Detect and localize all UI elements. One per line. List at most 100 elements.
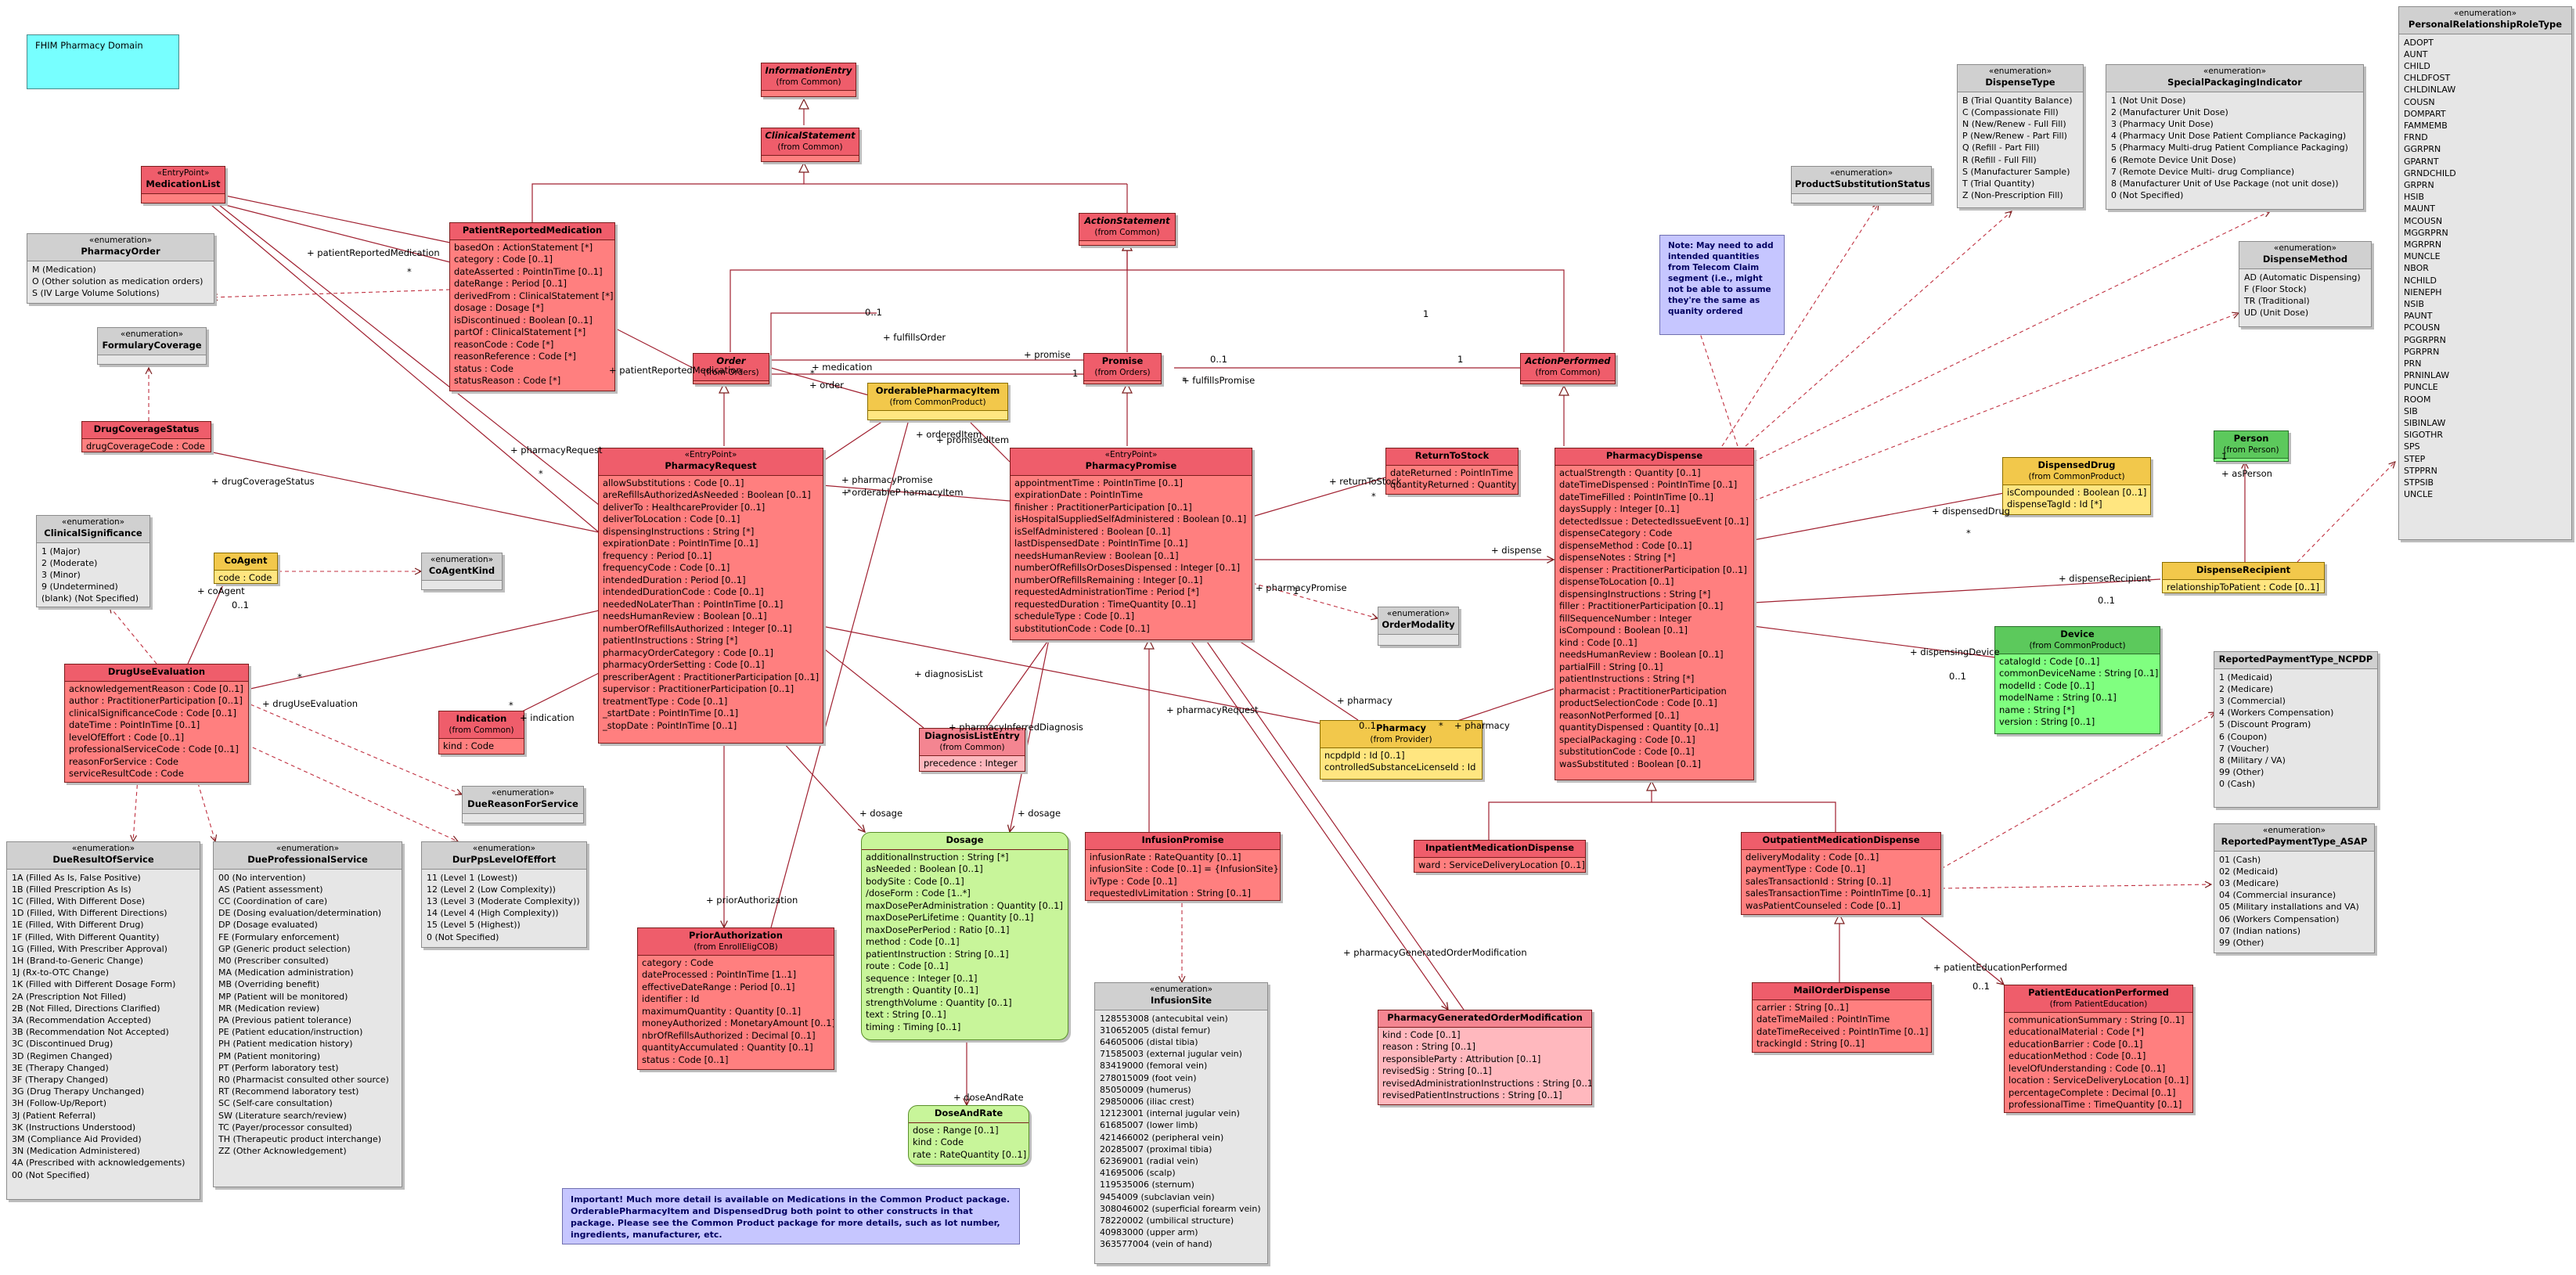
enum-product-substitution-status[interactable]: «enumeration»ProductSubstitutionStatus [1791, 166, 1932, 203]
edge-medlist-prm2 [225, 204, 451, 263]
attribute: dose : Range [0..1] [913, 1124, 999, 1136]
enum-name: PharmacyOrder [81, 246, 160, 257]
attribute: reasonNotPerformed [0..1] [1559, 709, 1680, 721]
class-package: (from Provider) [1370, 734, 1432, 744]
class-header: ActionPerformed(from Common) [1521, 354, 1615, 381]
enum-header: «enumeration»DueProfessionalService [214, 842, 402, 870]
class-name: ActionStatement [1084, 215, 1170, 226]
attribute: rate : RateQuantity [0..1] [913, 1148, 1027, 1160]
stereotype: «enumeration» [61, 517, 125, 527]
class-attributes: kind : Code [439, 739, 524, 755]
enum-literal: R (Refill - Full Fill) [1962, 154, 2037, 165]
class-device[interactable]: Device(from CommonProduct)catalogId : Co… [1994, 626, 2160, 734]
attribute: modelName : String [0..1] [1999, 692, 2117, 703]
class-patient-education-performed[interactable]: PatientEducationPerformed(from PatientEd… [2004, 985, 2193, 1113]
enum-name: OrderModality [1382, 619, 1455, 630]
attribute: wasSubstituted : Boolean [0..1] [1559, 758, 1702, 769]
attribute: dispenseNotes : String [*] [1559, 552, 1676, 563]
class-information-entry[interactable]: InformationEntry(from Common) [761, 63, 856, 97]
class-action-statement[interactable]: ActionStatement(from Common) [1079, 213, 1176, 246]
class-promise[interactable]: Promise(from Orders) [1083, 353, 1162, 384]
enum-header: «enumeration»DurPpsLevelOfEffort [422, 842, 586, 870]
class-diagnosis-list-entry[interactable]: DiagnosisListEntry(from Common)precedenc… [919, 728, 1025, 772]
class-pharmacy[interactable]: Pharmacy(from Provider)ncpdpId : Id [0..… [1320, 720, 1483, 780]
enum-literal: T (Trial Quantity) [1962, 178, 2035, 189]
enum-literal: 2A (Prescription Not Filled) [12, 991, 127, 1002]
enum-header: «enumeration»FormularyCoverage [98, 328, 206, 355]
class-dispensed-drug[interactable]: DispensedDrug(from CommonProduct)isCompo… [2002, 457, 2151, 515]
class-orderable-pharmacy-item[interactable]: OrderablePharmacyItem(from CommonProduct… [867, 383, 1008, 420]
attribute: _startDate : PointInTime [0..1] [603, 708, 739, 719]
attribute: levelOfUnderstanding : Code [0..1] [2009, 1062, 2166, 1074]
attribute: numberOfRefillsAuthorized : Integer [0..… [603, 622, 792, 634]
class-header: PharmacyGeneratedOrderModification [1378, 1010, 1591, 1028]
attribute: patientInstructions : String [*] [1559, 673, 1695, 684]
stereotype: «EntryPoint» [157, 168, 210, 178]
enum-literal: 9454009 (subclavian vein) [1100, 1191, 1215, 1202]
enum-literal: 00 (Not Specified) [12, 1169, 90, 1180]
class-name: ClinicalStatement [765, 130, 856, 141]
enum-literal: UD (Unit Dose) [2244, 308, 2309, 319]
enum-literals: B (Trial Quantity Balance)C (Compassiona… [1958, 92, 2083, 204]
enum-literal: 119535006 (sternum) [1100, 1180, 1194, 1190]
enum-formulary-coverage[interactable]: «enumeration»FormularyCoverage [97, 327, 207, 365]
stereotype: «enumeration» [2262, 826, 2326, 835]
class-attributes [1079, 241, 1175, 244]
attribute: daysSupply : Integer [0..1] [1559, 503, 1680, 514]
class-person[interactable]: Person(from Person) [2214, 430, 2289, 462]
edge-label: * [407, 266, 412, 277]
attribute: infusionRate : RateQuantity [0..1] [1090, 851, 1241, 863]
enum-co-agent-kind[interactable]: «enumeration»CoAgentKind [421, 553, 503, 590]
enum-literal: MR (Medication review) [218, 1003, 320, 1014]
attribute: needsHumanReview : Boolean [0..1] [603, 610, 767, 621]
enum-header: «enumeration»ProductSubstitutionStatus [1792, 167, 1931, 194]
enum-personal-relationship-role-type[interactable]: «enumeration»PersonalRelationshipRoleTyp… [2398, 6, 2572, 540]
class-action-performed[interactable]: ActionPerformed(from Common) [1520, 353, 1616, 384]
enum-literal: 1D (Filled, With Different Directions) [12, 908, 168, 919]
class-medication-list[interactable]: «EntryPoint»MedicationList [141, 166, 225, 203]
attribute: prescriberAgent : PractitionerParticipat… [603, 671, 820, 683]
attribute: dateAsserted : PointInTime [0..1] [454, 265, 603, 277]
enum-literal: TC (Payer/processor consulted) [218, 1122, 352, 1133]
edge-label: 0..1 [1949, 671, 1966, 682]
enum-order-modality[interactable]: «enumeration»OrderModality [1378, 607, 1459, 646]
class-header: ActionStatement(from Common) [1079, 214, 1175, 241]
class-header: Device(from CommonProduct) [1995, 627, 2160, 654]
attribute: percentageComplete : Decimal [0..1] [2009, 1086, 2176, 1098]
enum-due-reason-for-service[interactable]: «enumeration»DueReasonForService [462, 786, 584, 823]
class-clinical-statement[interactable]: ClinicalStatement(from Common) [761, 128, 859, 162]
class-order[interactable]: Order(from Orders) [693, 353, 769, 384]
attribute: deliveryModality : Code [0..1] [1746, 851, 1879, 863]
enum-literal: 1 (Not Unit Dose) [2111, 95, 2186, 106]
class-indication[interactable]: Indication(from Common)kind : Code [438, 711, 524, 755]
attribute: category : Code [0..1] [454, 254, 553, 265]
class-prior-authorization[interactable]: PriorAuthorization(from EnrollEligCOB)ca… [637, 927, 834, 1070]
